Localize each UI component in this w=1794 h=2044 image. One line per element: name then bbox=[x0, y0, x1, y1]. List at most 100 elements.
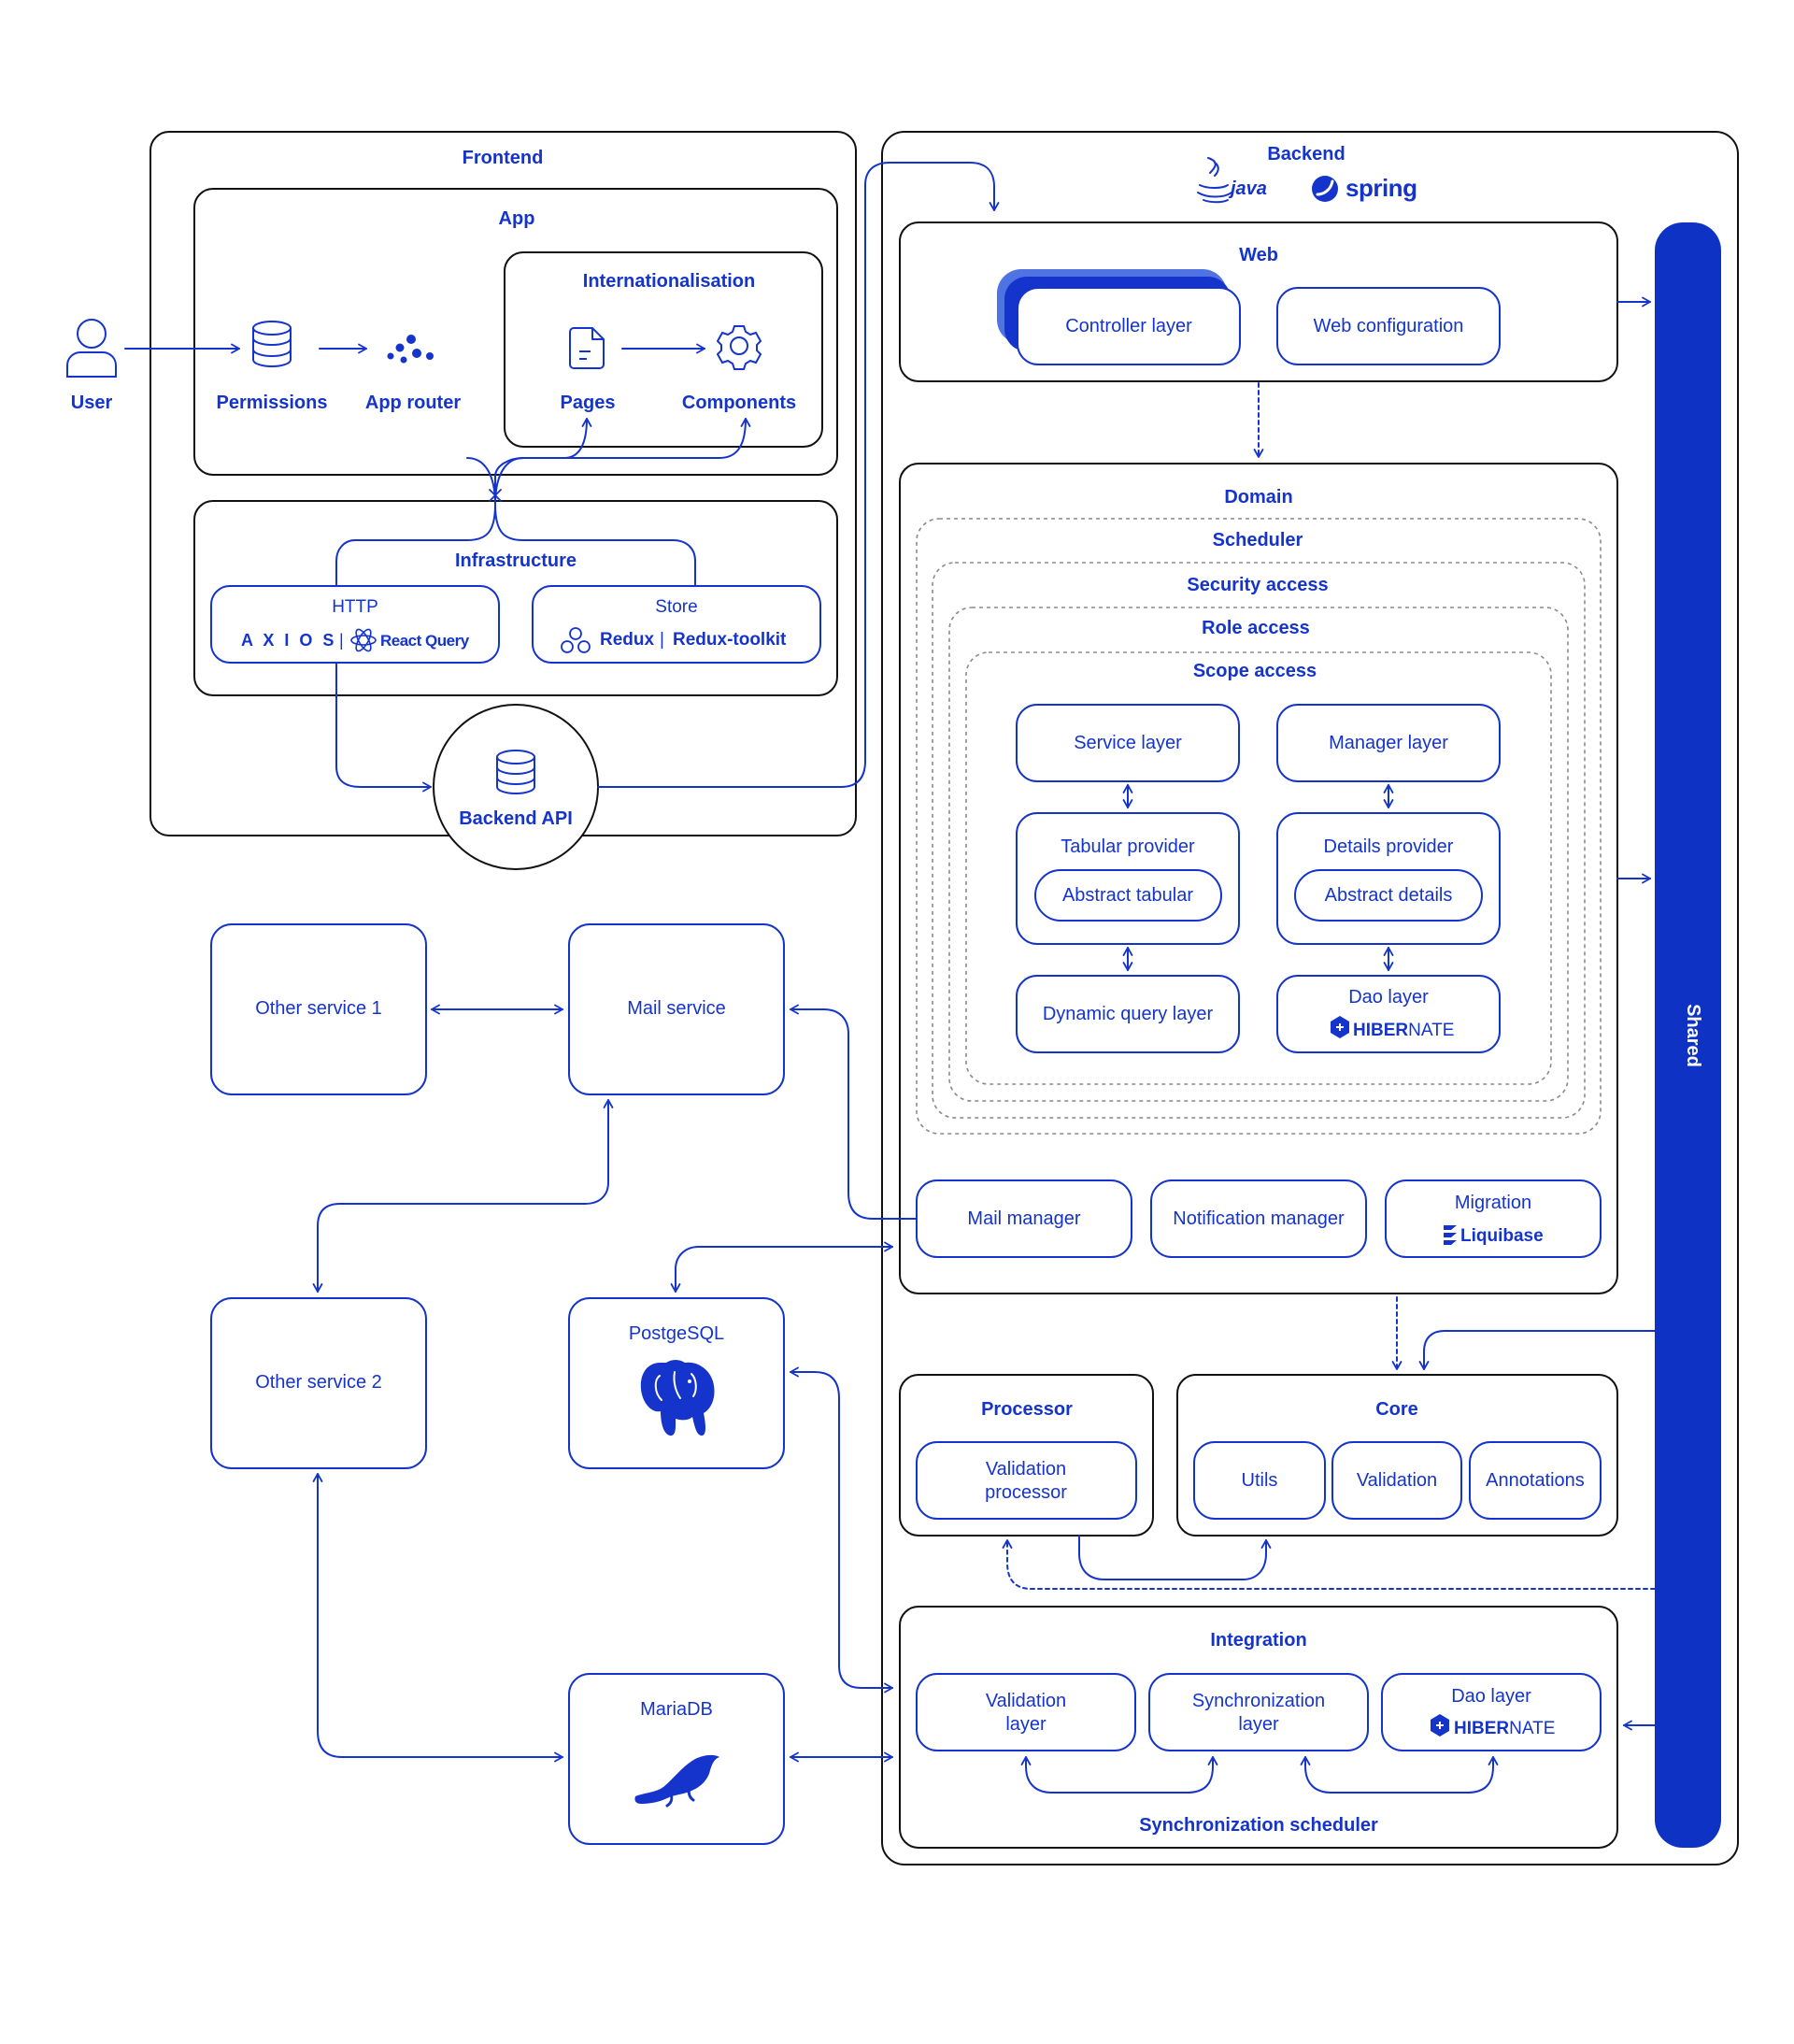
synchronization-layer-label-2: layer bbox=[1238, 1714, 1279, 1735]
pages-label: Pages bbox=[561, 393, 616, 413]
migration-label: Migration bbox=[1455, 1193, 1531, 1213]
utils-label: Utils bbox=[1242, 1470, 1278, 1491]
processor-box: Processor Validation processor bbox=[899, 1374, 1154, 1537]
redux-label: Redux bbox=[600, 630, 655, 650]
hibernate-logo: HIBERNATE bbox=[1353, 1021, 1454, 1040]
web-box: Web Controller layer Web configuration bbox=[899, 222, 1618, 382]
axios-logo: A X I O S bbox=[241, 631, 336, 650]
store-box[interactable]: Store Redux | Redux-toolkit bbox=[532, 585, 821, 664]
shared-bar[interactable]: Shared bbox=[1655, 222, 1721, 1848]
backend-api-label: Backend API bbox=[459, 808, 573, 829]
processor-to-core-arrow bbox=[1078, 1535, 1272, 1580]
internationalisation-box: Internationalisation Pages Components bbox=[504, 251, 823, 448]
abstract-tabular[interactable]: Abstract tabular bbox=[1034, 869, 1222, 922]
shared-to-core-arrow bbox=[1418, 1330, 1656, 1370]
integration-box: Integration Validation layer Synchroniza… bbox=[899, 1606, 1618, 1849]
hibernate-rest: NATE bbox=[1509, 1719, 1555, 1738]
web-configuration[interactable]: Web configuration bbox=[1276, 287, 1501, 365]
hibernate-icon bbox=[1331, 1016, 1349, 1038]
other-service-1-label: Other service 1 bbox=[255, 998, 382, 1019]
security-access-title: Security access bbox=[1187, 575, 1328, 595]
utils[interactable]: Utils bbox=[1193, 1441, 1326, 1520]
tabular-provider[interactable]: Tabular provider Abstract tabular bbox=[1016, 812, 1240, 945]
java-label: java bbox=[1228, 179, 1267, 199]
redux-toolkit-label: Redux-toolkit bbox=[673, 630, 787, 650]
hibernate-bold: HIBER bbox=[1454, 1719, 1509, 1738]
components-label: Components bbox=[682, 393, 796, 413]
infra-to-components-arrow bbox=[466, 457, 496, 506]
postgresql-elephant-icon bbox=[640, 1360, 715, 1437]
core-validation[interactable]: Validation bbox=[1331, 1441, 1462, 1520]
scope-access-scope bbox=[965, 651, 1552, 1085]
processor-title: Processor bbox=[981, 1399, 1073, 1420]
frontend-section: Frontend App Permissions App router bbox=[150, 131, 857, 870]
mail-service[interactable]: Mail service bbox=[568, 923, 785, 1095]
integration-dao-layer-label: Dao layer bbox=[1451, 1686, 1531, 1707]
app-router-label: App router bbox=[365, 393, 461, 413]
mail-manager[interactable]: Mail manager bbox=[916, 1179, 1132, 1258]
java-logo: java bbox=[1197, 157, 1267, 204]
shared-to-processor-arrow bbox=[1002, 1539, 1656, 1590]
infra-split-right bbox=[494, 504, 696, 587]
mail-to-other2-arrow bbox=[312, 1099, 614, 1293]
migration[interactable]: Migration Liquibase bbox=[1385, 1179, 1602, 1258]
postgresql-label: PostgeSQL bbox=[629, 1323, 724, 1344]
synchronization-layer[interactable]: Synchronization layer bbox=[1148, 1673, 1369, 1751]
user-icon bbox=[66, 319, 117, 378]
core-validation-label: Validation bbox=[1357, 1470, 1437, 1491]
manager-layer[interactable]: Manager layer bbox=[1276, 704, 1501, 782]
abstract-details-label: Abstract details bbox=[1325, 885, 1453, 906]
controller-layer[interactable]: Controller layer bbox=[1017, 287, 1241, 365]
mariadb-node[interactable]: MariaDB bbox=[568, 1673, 785, 1845]
divider: | bbox=[339, 631, 344, 650]
dynamic-query-layer[interactable]: Dynamic query layer bbox=[1016, 975, 1240, 1053]
other-service-2[interactable]: Other service 2 bbox=[210, 1297, 427, 1469]
role-access-scope bbox=[948, 607, 1569, 1102]
dao-layer[interactable]: Dao layer HIBERNATE bbox=[1276, 975, 1501, 1053]
validation-processor[interactable]: Validation processor bbox=[916, 1441, 1137, 1520]
mail-manager-label: Mail manager bbox=[967, 1208, 1081, 1229]
react-query-logo: React Query bbox=[380, 632, 470, 650]
notification-manager[interactable]: Notification manager bbox=[1150, 1179, 1367, 1258]
app-router-icon bbox=[387, 335, 434, 364]
database-icon bbox=[496, 750, 535, 794]
permissions-label: Permissions bbox=[217, 393, 328, 413]
database-icon bbox=[252, 321, 292, 367]
backend-api-to-backend-arrow bbox=[597, 162, 1000, 788]
core-title: Core bbox=[1375, 1399, 1418, 1420]
app-box: App Permissions App router International… bbox=[193, 188, 838, 476]
junction-x-icon bbox=[489, 489, 502, 502]
mail-service-label: Mail service bbox=[627, 998, 726, 1019]
validation-layer[interactable]: Validation layer bbox=[916, 1673, 1136, 1751]
postgresql-node[interactable]: PostgeSQL bbox=[568, 1297, 785, 1469]
hibernate-logo: HIBERNATE bbox=[1454, 1719, 1555, 1738]
react-icon bbox=[350, 628, 377, 652]
internationalisation-title: Internationalisation bbox=[583, 271, 755, 292]
dao-layer-label: Dao layer bbox=[1348, 987, 1429, 1008]
service-layer[interactable]: Service layer bbox=[1016, 704, 1240, 782]
web-configuration-label: Web configuration bbox=[1314, 316, 1464, 336]
details-provider[interactable]: Details provider Abstract details bbox=[1276, 812, 1501, 945]
role-access-title: Role access bbox=[1202, 618, 1310, 638]
validation-to-sync-arrow bbox=[1020, 1756, 1218, 1794]
http-box[interactable]: HTTP A X I O S | React Query bbox=[210, 585, 500, 664]
integration-dao-layer[interactable]: Dao layer HIBERNATE bbox=[1381, 1673, 1602, 1751]
user-node[interactable]: User bbox=[66, 319, 117, 413]
annotations-label: Annotations bbox=[1486, 1470, 1585, 1491]
other-service-1[interactable]: Other service 1 bbox=[210, 923, 427, 1095]
abstract-details[interactable]: Abstract details bbox=[1294, 869, 1483, 922]
backend-api-node[interactable]: Backend API bbox=[433, 704, 599, 870]
domain-title: Domain bbox=[1224, 487, 1292, 507]
scheduler-title: Scheduler bbox=[1213, 530, 1303, 550]
hibernate-bold: HIBER bbox=[1353, 1021, 1408, 1040]
controller-layer-label: Controller layer bbox=[1065, 316, 1192, 336]
liquibase-icon bbox=[1444, 1225, 1457, 1245]
annotations[interactable]: Annotations bbox=[1469, 1441, 1602, 1520]
other2-to-mariadb-arrow bbox=[312, 1473, 563, 1763]
frontend-title: Frontend bbox=[463, 148, 544, 168]
backend-title: Backend bbox=[1267, 144, 1345, 164]
gear-icon bbox=[716, 325, 762, 370]
other-service-2-label: Other service 2 bbox=[255, 1372, 382, 1393]
manager-layer-label: Manager layer bbox=[1329, 733, 1448, 753]
